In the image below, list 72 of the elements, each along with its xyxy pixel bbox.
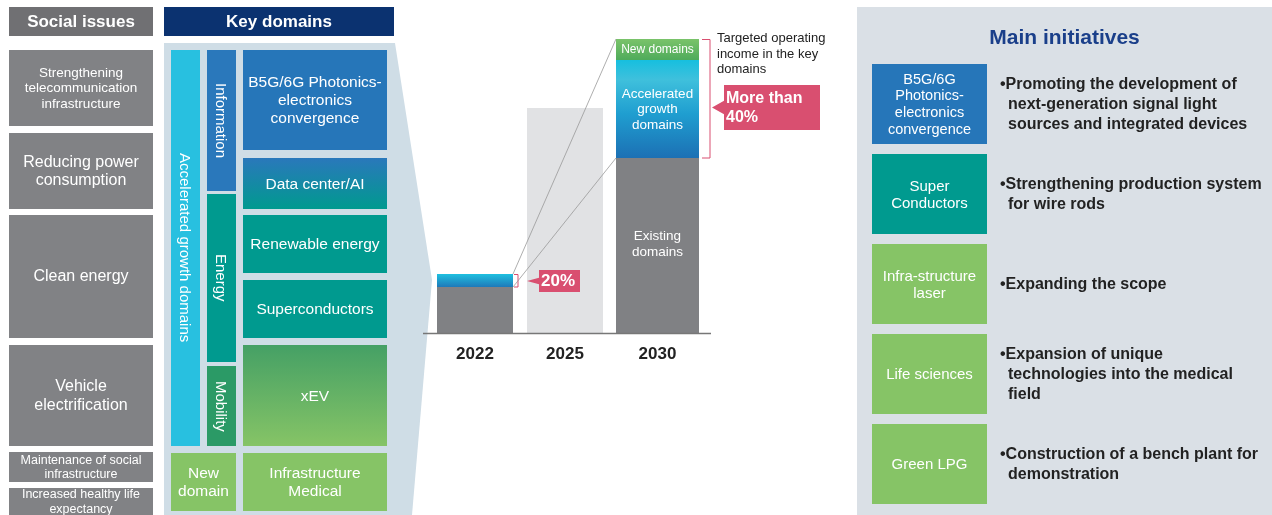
bar-segment <box>437 274 513 287</box>
bar-segment <box>616 60 699 158</box>
box-label: Vehicle electrification <box>33 377 129 414</box>
issue-box <box>9 215 153 338</box>
domain-box <box>171 453 236 511</box>
box-label: B5G/6G Photonics-electronics convergence <box>887 70 972 138</box>
domain-box <box>243 453 387 511</box>
domain-box <box>243 280 387 338</box>
box-label: xEV <box>300 386 330 405</box>
initiative-box <box>872 244 987 324</box>
box-label: Renewable energy <box>250 235 380 253</box>
initiative-box <box>872 64 987 144</box>
box-label: Maintenance of social infrastructure <box>19 452 143 482</box>
panel-title: Main initiatives <box>989 25 1140 50</box>
year-label: 2022 <box>455 344 495 365</box>
box-label: More than 40% <box>726 89 804 126</box>
box-label: Accelerated growth domains <box>176 153 195 343</box>
connector-line <box>512 38 617 275</box>
header-bar <box>164 7 394 36</box>
issue-box <box>9 488 153 515</box>
box-label: Clean energy <box>33 267 129 286</box>
box-label: Superconductors <box>256 300 374 318</box>
box-label: B5G/6G Photonics-electronics convergence <box>247 73 383 127</box>
issue-box <box>9 345 153 446</box>
bullet-text: •Expanding the scope <box>1000 274 1168 294</box>
category-bar <box>207 194 236 362</box>
bar-segment <box>616 39 699 60</box>
issue-box <box>9 50 153 126</box>
year-label: 2025 <box>545 344 585 365</box>
box-label: Increased healthy life expectancy <box>20 487 142 515</box>
year-label: 2030 <box>637 344 678 365</box>
domain-panel <box>164 43 432 515</box>
box-label: Information <box>212 82 231 158</box>
box-label: Reducing power consumption <box>22 152 140 190</box>
header-bar <box>9 7 153 36</box>
box-label: New domain <box>177 464 230 500</box>
box-label: 20% <box>541 271 576 291</box>
bar-segment <box>616 158 699 333</box>
box-label: Infrastructure Medical <box>268 464 362 500</box>
category-bar <box>207 366 236 446</box>
domain-box <box>243 345 387 446</box>
bullet-text: •Construction of a bench plant for demonstration <box>1000 444 1260 484</box>
box-label: Social issues <box>27 11 135 32</box>
initiative-box <box>872 424 987 504</box>
domain-box <box>243 50 387 150</box>
category-bar <box>171 50 200 446</box>
box-label: Energy <box>212 254 231 302</box>
initiatives-panel <box>857 7 1272 515</box>
category-bar <box>207 50 236 191</box>
box-label: Mobility <box>212 380 231 432</box>
bullet-text: •Expansion of unique technologies into the medical field <box>1000 344 1234 404</box>
bullet-text: •Strengthening production system for wire rods <box>1000 174 1263 214</box>
bar-segment <box>437 287 513 333</box>
box-label: Accelerated growth domains <box>620 85 695 133</box>
initiative-box <box>872 334 987 414</box>
box-label: Life sciences <box>886 365 973 383</box>
box-label: Infra-structure laser <box>881 266 978 302</box>
box-label: Strengthening telecommunication infrastructure <box>23 64 139 112</box>
initiative-box <box>872 154 987 234</box>
connector-line <box>512 157 617 288</box>
callout-box <box>712 85 820 130</box>
issue-box <box>9 133 153 209</box>
box-label: Data center/AI <box>265 174 365 193</box>
box-label: Green LPG <box>891 455 968 473</box>
box-label: Super Conductors <box>890 176 969 212</box>
box-label: Key domains <box>226 11 332 32</box>
note-text: Targeted operating income in the key domains <box>717 30 827 77</box>
domain-box <box>243 215 387 273</box>
bullet-text: •Promoting the development of next-generation signal light sources and integrated devices <box>1000 74 1249 134</box>
box-label: Existing domains <box>631 228 684 260</box>
box-label: New domains <box>621 42 694 57</box>
domain-box <box>243 158 387 209</box>
